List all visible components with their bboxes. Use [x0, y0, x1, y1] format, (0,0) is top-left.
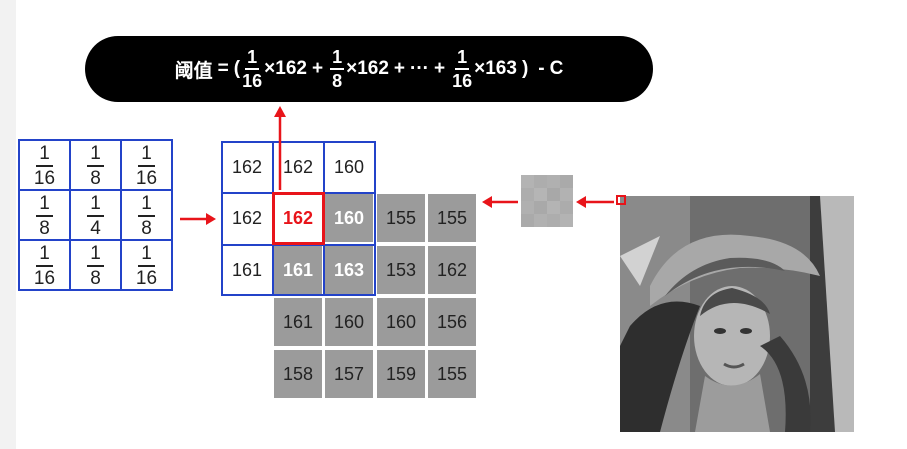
- formula-fraction-3: 1 16: [452, 48, 472, 90]
- lena-grayscale-photo: [620, 196, 854, 432]
- pixel-cell: 155: [376, 193, 426, 243]
- pixel-cell: 158: [273, 349, 323, 399]
- fraction-numerator: 1: [455, 48, 469, 70]
- selection-box: [616, 195, 626, 205]
- pixel-cell: 156: [427, 297, 477, 347]
- formula-times: ×: [474, 58, 485, 80]
- formula-minus: -: [538, 58, 544, 80]
- formula-value-2: 162: [357, 58, 389, 80]
- formula-ellipsis: ···: [410, 58, 429, 80]
- formula-times: ×: [346, 58, 357, 80]
- fraction-denominator: 8: [332, 70, 342, 90]
- pixel-cell: 155: [427, 193, 477, 243]
- left-arrow-icon: [480, 192, 520, 212]
- fraction-numerator: 1: [138, 244, 155, 267]
- formula-open-paren: (: [234, 58, 240, 80]
- fraction-denominator: 4: [90, 217, 101, 238]
- fraction-numerator: 1: [87, 194, 104, 217]
- up-arrow-icon: [270, 104, 290, 192]
- formula-plus: +: [394, 58, 405, 80]
- formula-equals: =: [218, 58, 229, 80]
- neighborhood-gridlines: [221, 141, 376, 296]
- fraction-denominator: 16: [34, 267, 55, 288]
- fraction-numerator: 1: [138, 144, 155, 167]
- fraction-numerator: 1: [245, 48, 259, 70]
- fraction-numerator: 1: [138, 194, 155, 217]
- fraction-denominator: 8: [90, 267, 101, 288]
- formula-times: ×: [264, 58, 275, 80]
- fraction-numerator: 1: [36, 194, 53, 217]
- formula-close-paren: ): [522, 58, 528, 80]
- pixel-cell: 157: [324, 349, 374, 399]
- right-arrow-icon: [178, 209, 218, 229]
- fraction-denominator: 16: [136, 267, 157, 288]
- left-arrow-icon: [574, 192, 616, 212]
- pixel-cell: 162: [427, 245, 477, 295]
- fraction-numerator: 1: [36, 144, 53, 167]
- fraction-denominator: 16: [242, 70, 262, 90]
- left-margin-strip: [0, 0, 16, 449]
- formula-fraction-1: 1 16: [242, 48, 262, 90]
- formula-constant-c: C: [550, 58, 564, 80]
- fraction-denominator: 8: [141, 217, 152, 238]
- fraction-denominator: 8: [39, 217, 50, 238]
- formula-plus: +: [312, 58, 323, 80]
- pixel-cell: 155: [427, 349, 477, 399]
- pixel-cell: 160: [324, 297, 374, 347]
- zoomed-patch-image: [521, 175, 573, 227]
- fraction-denominator: 16: [452, 70, 472, 90]
- fraction-denominator: 16: [136, 167, 157, 188]
- pixel-cell: 153: [376, 245, 426, 295]
- formula-fraction-2: 1 8: [330, 48, 344, 90]
- formula-lhs: 阈值: [175, 56, 213, 83]
- formula-value-1: 162: [275, 58, 307, 80]
- threshold-formula: 阈值 = ( 1 16 × 162 + 1 8 × 162 + ··· + 1 …: [85, 36, 653, 102]
- formula-plus: +: [434, 58, 445, 80]
- pixel-cell: 161: [273, 297, 323, 347]
- fraction-numerator: 1: [87, 144, 104, 167]
- fraction-denominator: 8: [90, 167, 101, 188]
- fraction-numerator: 1: [87, 244, 104, 267]
- fraction-denominator: 16: [34, 167, 55, 188]
- fraction-numerator: 1: [330, 48, 344, 70]
- formula-value-3: 163: [485, 58, 517, 80]
- pixel-cell: 160: [376, 297, 426, 347]
- pixel-cell: 159: [376, 349, 426, 399]
- fraction-numerator: 1: [36, 244, 53, 267]
